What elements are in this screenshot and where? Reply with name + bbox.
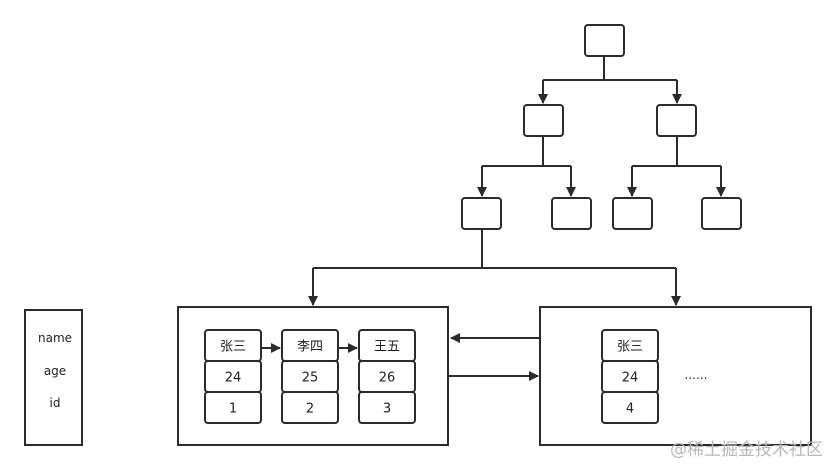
record-name: 李四 — [297, 340, 323, 355]
connector-root — [543, 56, 677, 81]
tree-node-level2-a — [461, 197, 502, 230]
record-id: 1 — [229, 402, 237, 417]
tree-node-level2-c — [612, 197, 653, 230]
record-age: 24 — [622, 371, 639, 386]
connector-level2-a — [313, 229, 676, 269]
record-name: 王五 — [374, 340, 400, 355]
connector-level1-left — [482, 136, 571, 167]
tree-node-level2-d — [701, 197, 742, 230]
legend-field-name: name — [38, 331, 72, 345]
record-age: 24 — [225, 371, 242, 386]
tree-node-level1-right — [656, 104, 697, 137]
record-column: 张三 24 1 — [204, 329, 262, 424]
leaf-page-right — [539, 306, 812, 446]
record-age: 26 — [379, 371, 396, 386]
watermark: @稀土掘金技术社区 — [670, 440, 823, 460]
record-name: 张三 — [220, 340, 246, 355]
legend-field-id: id — [50, 396, 61, 410]
record-column: 王五 26 3 — [358, 329, 416, 424]
tree-node-level1-left — [523, 104, 564, 137]
leaf-right-ellipsis: ...... — [685, 368, 708, 382]
record-cell-id — [281, 391, 339, 424]
record-name: 张三 — [617, 340, 643, 355]
tree-root-node — [584, 24, 625, 57]
record-id: 3 — [383, 402, 391, 417]
record-cell-id — [204, 391, 262, 424]
connector-level1-right — [632, 136, 721, 167]
record-column: 张三 24 4 — [601, 329, 659, 424]
record-age: 25 — [302, 371, 319, 386]
record-id: 2 — [306, 402, 314, 417]
legend-field-age: age — [44, 364, 66, 378]
record-id: 4 — [626, 402, 634, 417]
record-cell-id — [601, 391, 659, 424]
record-column: 李四 25 2 — [281, 329, 339, 424]
tree-node-level2-b — [551, 197, 592, 230]
record-cell-id — [358, 391, 416, 424]
legend-box — [24, 309, 83, 446]
